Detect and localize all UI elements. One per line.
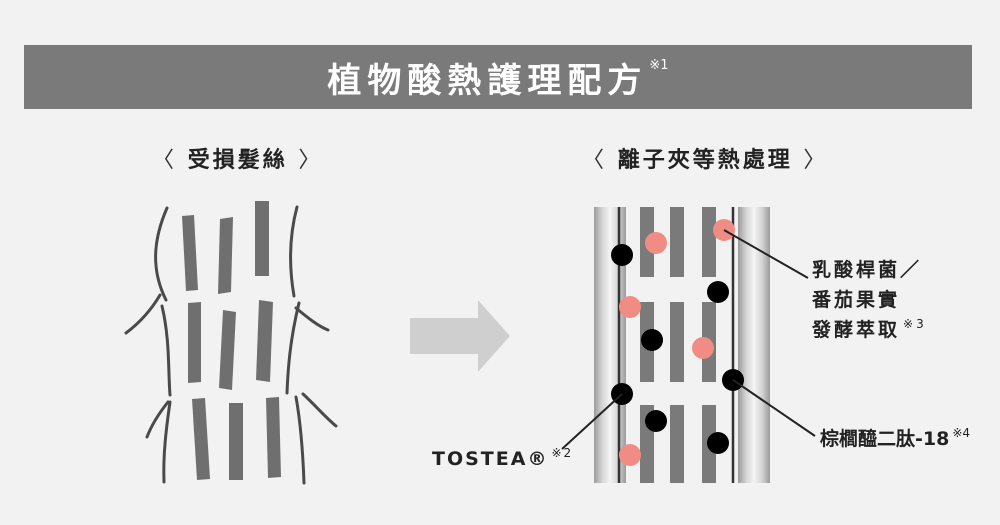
right-bracket: 〉 xyxy=(803,148,829,173)
lactic-label-line-3-text: 發酵萃取 xyxy=(812,319,901,341)
lactic-label-line-3: 發酵萃取※3 xyxy=(812,315,962,347)
hair-tube-right-wall xyxy=(738,207,770,483)
cuticle-line xyxy=(162,400,172,484)
lactic-label-line-1: 乳酸桿菌／ xyxy=(812,259,923,281)
hair-fiber-bar xyxy=(182,215,198,291)
black-particle xyxy=(611,244,633,266)
pink-particle xyxy=(619,444,641,466)
tostea-footnote-mark: ※2 xyxy=(551,446,574,460)
cuticle-flare xyxy=(124,293,162,335)
hair-fiber-bar xyxy=(256,300,273,382)
hair-fiber-bar xyxy=(702,207,716,277)
palmitoyl-dipeptide-label: 棕櫚醯二肽-18※4 xyxy=(820,424,970,456)
peptide-label-text: 棕櫚醯二肽-18 xyxy=(820,428,950,450)
hair-fiber-bar xyxy=(670,302,684,382)
pink-particle xyxy=(692,337,714,359)
peptide-callout-line xyxy=(732,379,816,437)
black-particle xyxy=(645,410,667,432)
right-bracket: 〉 xyxy=(298,148,324,173)
heat-treatment-heading: 〈 離子夾等熱處理 〉 xyxy=(582,142,828,174)
hair-fiber-bar xyxy=(266,397,281,478)
left-bracket: 〈 xyxy=(582,148,608,173)
cuticle-line xyxy=(285,301,301,395)
cuticle-line xyxy=(160,304,172,397)
banner-title: 植物酸熱護理配方 xyxy=(327,60,648,101)
pink-particles xyxy=(619,219,735,466)
tostea-label-text: TOSTEA® xyxy=(432,448,549,470)
heat-treatment-heading-text: 離子夾等熱處理 xyxy=(617,148,793,173)
cuticle-line xyxy=(294,395,306,485)
lactic-footnote-mark: ※3 xyxy=(903,317,927,331)
pink-particle xyxy=(619,296,641,318)
callout-lines xyxy=(561,229,816,450)
black-particle xyxy=(707,281,729,303)
pink-particle xyxy=(645,232,667,254)
damaged-hair-outline xyxy=(124,205,338,485)
process-arrow xyxy=(410,300,510,372)
damaged-hair-bars xyxy=(182,201,281,480)
hair-fiber-bar xyxy=(188,302,201,383)
damaged-hair-strand xyxy=(124,201,338,485)
treated-hair-strand xyxy=(561,207,816,483)
hair-fiber-bar xyxy=(218,217,233,294)
banner-footnote-mark: ※1 xyxy=(649,57,669,73)
black-particle xyxy=(641,329,663,351)
tostea-callout-line xyxy=(561,393,623,450)
cuticle-line xyxy=(154,206,169,302)
black-particle xyxy=(707,432,729,454)
cuticle-flare xyxy=(145,400,170,439)
hair-fiber-bar xyxy=(670,405,684,483)
left-bracket: 〈 xyxy=(152,148,178,173)
lactic-callout-line xyxy=(723,229,809,279)
hair-fiber-bar xyxy=(192,398,210,480)
cuticle-line xyxy=(289,205,299,298)
damaged-hair-heading: 〈 受損髮絲 〉 xyxy=(152,142,323,174)
damaged-hair-heading-text: 受損髮絲 xyxy=(187,148,288,173)
lactic-acid-extract-label: 乳酸桿菌／ 番茄果實 發酵萃取※3 xyxy=(812,255,962,347)
cuticle-flare xyxy=(294,306,330,332)
tostea-label: TOSTEA®※2 xyxy=(432,444,573,476)
hair-fiber-bar xyxy=(670,207,684,277)
hair-fiber-bar xyxy=(219,310,236,390)
hair-fiber-bar xyxy=(255,201,269,276)
treated-hair-bars xyxy=(640,207,716,483)
hair-fiber-bar xyxy=(229,403,243,480)
lactic-label-line-2: 番茄果實 xyxy=(812,289,901,311)
peptide-footnote-mark: ※4 xyxy=(952,426,971,440)
cuticle-flare xyxy=(301,392,338,428)
title-banner: 植物酸熱護理配方 ※1 xyxy=(24,45,972,109)
